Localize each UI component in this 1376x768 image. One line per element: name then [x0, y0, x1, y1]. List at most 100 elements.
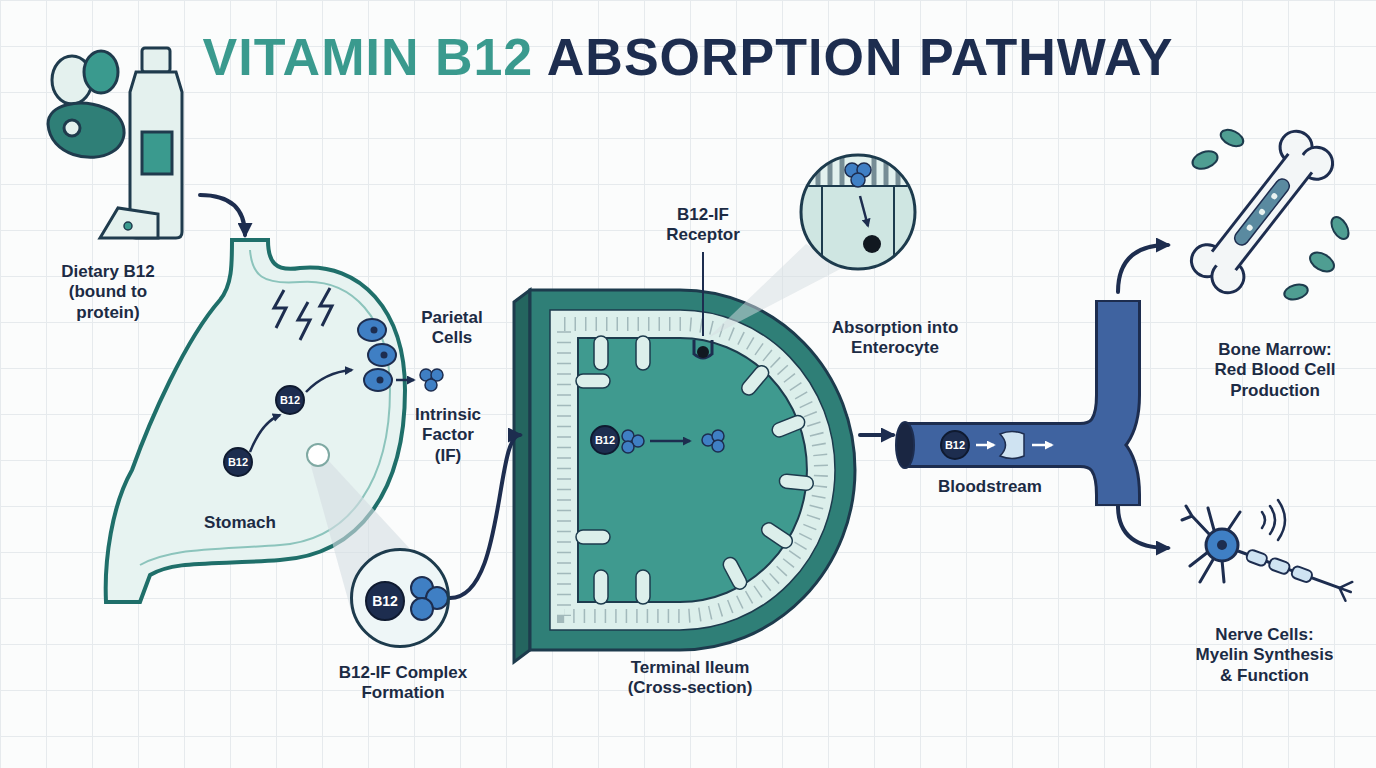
intrinsic-factor	[411, 598, 433, 620]
stage-region: Nerve Cells: Myelin Synthesis & Function	[1168, 495, 1365, 690]
bottle-neck	[142, 48, 170, 72]
parietal-cell	[358, 319, 386, 341]
molecule-label: B12	[945, 440, 965, 451]
myelin-sheath	[1268, 557, 1291, 575]
inset-content	[796, 150, 920, 276]
steak	[48, 103, 124, 157]
intrinsic-factor	[425, 379, 437, 391]
stage-region: Bone Marrow: Red Blood Cell Production	[1168, 115, 1365, 395]
villus	[636, 336, 650, 370]
molecule-label: B12	[595, 435, 615, 446]
cell-nucleus	[377, 377, 384, 384]
villus	[779, 473, 814, 490]
cell-nucleus	[1217, 540, 1227, 550]
cheese	[100, 208, 158, 238]
b12-molecule: B12	[940, 430, 970, 460]
flow-arrow	[860, 433, 893, 437]
acid-bolt	[298, 302, 310, 340]
villus	[594, 570, 608, 604]
zoom-spot	[307, 444, 329, 466]
zoom-fill	[351, 549, 449, 647]
cell-nucleus	[371, 327, 378, 334]
red-blood-cell	[1218, 127, 1246, 150]
b12-molecule: B12	[365, 581, 405, 621]
diagram-title: VITAMIN B12 ABSORPTION PATHWAY	[203, 28, 1174, 88]
dendrites	[1182, 506, 1240, 582]
annotation-label: Parietal Cells	[412, 308, 492, 349]
bound-b12	[697, 346, 709, 358]
vessel-opening	[896, 422, 914, 468]
intrinsic-factor	[622, 441, 634, 453]
myelin-sheath	[1290, 565, 1313, 583]
axon-terminal	[1336, 579, 1354, 602]
cell-border	[821, 186, 823, 272]
enterocyte-inset	[796, 150, 920, 276]
epithelial-cells	[564, 324, 821, 616]
complex-illustration	[351, 549, 449, 647]
intrinsic-factor	[712, 440, 724, 452]
marrow-cell	[1270, 192, 1278, 200]
flow-arrow	[200, 195, 245, 235]
stage-label: Nerve Cells: Myelin Synthesis & Function	[1192, 625, 1337, 686]
receptor	[694, 340, 712, 358]
bone-shaft	[1207, 148, 1317, 277]
b12-molecule: B12	[223, 447, 253, 477]
flow-arrow	[1032, 444, 1052, 447]
acid-bolt	[320, 288, 332, 326]
villus	[770, 413, 807, 439]
stage-label: Bloodstream	[915, 477, 1065, 497]
secretion-arrow	[396, 379, 414, 382]
villus	[721, 555, 749, 592]
red-blood-cell	[1307, 249, 1338, 276]
stage-label: Stomach	[190, 513, 290, 533]
flow-arrow	[976, 444, 994, 447]
villus	[759, 520, 795, 551]
flow-arrow	[306, 370, 352, 392]
marrow-cell	[1258, 208, 1266, 216]
bone-icon	[1185, 125, 1352, 302]
b12-molecule: B12	[590, 425, 620, 455]
bone-marrow	[1232, 176, 1292, 248]
red-blood-cell	[1328, 214, 1352, 242]
red-blood-cell	[1190, 148, 1220, 172]
parietal-cell	[368, 344, 396, 366]
ileum-lumen	[578, 338, 807, 602]
villus	[636, 570, 650, 604]
cheese-hole	[124, 222, 132, 230]
ileum-illustration	[514, 244, 855, 662]
steak-bone	[64, 120, 80, 136]
stage-label: Bone Marrow: Red Blood Cell Production	[1210, 340, 1340, 401]
signal-waves	[1262, 500, 1285, 540]
cell-body	[796, 186, 920, 276]
marrow-cell	[1245, 224, 1253, 232]
stage-label: Terminal Ileum (Cross-section)	[620, 658, 760, 699]
stage-label: B12-IF Complex Formation	[318, 663, 488, 704]
villus	[576, 374, 610, 388]
flow-arrow	[650, 440, 690, 443]
annotation-label: Intrinsic Factor (IF)	[409, 405, 487, 466]
molecule-label: B12	[372, 594, 398, 608]
intrinsic-factor	[851, 173, 865, 187]
myelin-sheath	[1245, 549, 1268, 567]
zoom-circle: B12-IF Complex FormationB12	[350, 548, 450, 648]
food-icon	[48, 48, 182, 238]
annotation-label: Absorption into Enterocyte	[820, 318, 970, 359]
molecule-label: B12	[280, 395, 300, 406]
acid-bolt	[274, 290, 286, 328]
flow-arrow	[1118, 506, 1168, 548]
ileum-wall	[530, 290, 855, 650]
cell-border	[893, 186, 895, 272]
absorbed-b12	[863, 235, 881, 253]
ileum-wall-side	[514, 290, 530, 662]
flow-arrow	[1118, 245, 1168, 292]
b12-molecule: B12	[275, 385, 305, 415]
cell-nucleus	[381, 352, 388, 359]
red-blood-cell	[1283, 282, 1310, 302]
villus	[576, 530, 610, 544]
cell-body	[1206, 529, 1238, 561]
transport-protein	[1000, 432, 1024, 459]
annotation-label: B12-IF Receptor	[653, 205, 753, 246]
